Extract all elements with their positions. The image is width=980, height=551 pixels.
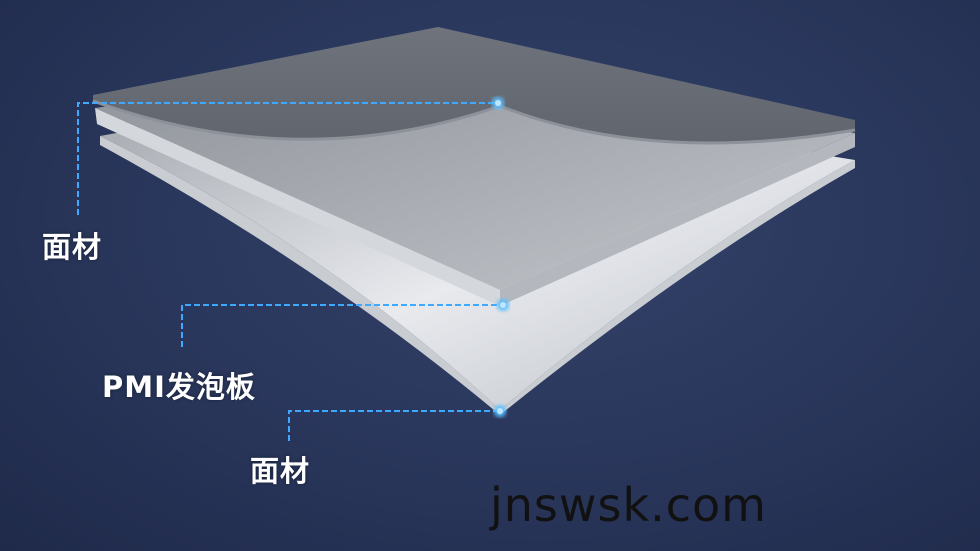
leader-line-top-face bbox=[77, 102, 498, 215]
foam-core-right-edge bbox=[500, 133, 855, 306]
leader-line-core bbox=[181, 304, 503, 347]
watermark: jnswsk.com bbox=[490, 478, 767, 532]
anchor-dot-core-center bbox=[500, 302, 506, 308]
label-bottom-face: 面材 bbox=[250, 454, 311, 488]
label-top-face: 面材 bbox=[42, 230, 103, 264]
label-core: PMI发泡板 bbox=[102, 370, 256, 404]
anchor-dot-bottom-center bbox=[497, 408, 503, 414]
anchor-dot-top-core bbox=[495, 100, 501, 106]
top-face-sheet bbox=[93, 27, 855, 144]
leader-line-bottom-face bbox=[288, 410, 500, 441]
foam-core-left-edge bbox=[95, 108, 500, 306]
